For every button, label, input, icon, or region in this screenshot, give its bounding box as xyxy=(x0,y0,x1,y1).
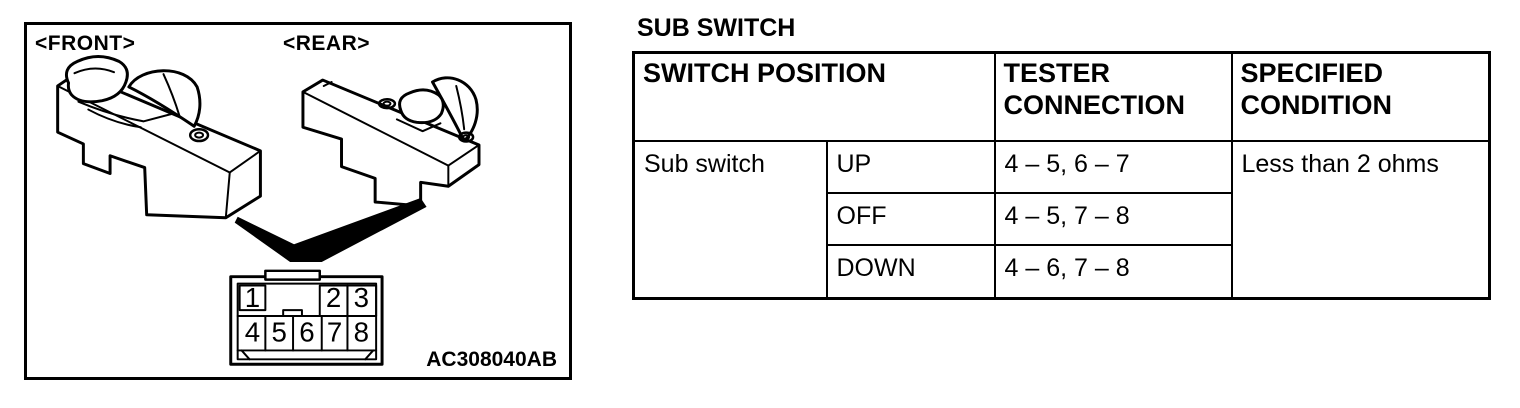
switch-line-art: 1 2 3 4 5 6 7 8 xyxy=(56,54,481,366)
table-row-up: Sub switch UP 4 – 5, 6 – 7 Less than 2 o… xyxy=(632,139,1491,300)
cell-connection-down: 4 – 6, 7 – 8 xyxy=(993,243,1233,300)
cell-position-up: UP xyxy=(825,139,996,194)
table-row-down: DOWN 4 – 6, 7 – 8 xyxy=(634,243,1490,300)
cell-switch-name: Sub switch xyxy=(632,139,828,300)
cell-position-off: OFF xyxy=(825,191,996,246)
front-view-label: <FRONT> xyxy=(35,32,136,55)
pointer-arrow xyxy=(234,198,427,262)
figure-code: AC308040AB xyxy=(426,348,557,371)
cell-connection-up: 4 – 5, 6 – 7 xyxy=(993,139,1233,194)
pin-number-1: 1 xyxy=(245,282,260,313)
cell-position-down: DOWN xyxy=(825,243,996,300)
pin-number-4: 4 xyxy=(245,317,260,348)
pin-number-5: 5 xyxy=(272,317,287,348)
cell-connection-off: 4 – 5, 7 – 8 xyxy=(993,191,1233,246)
cell-specified-condition: Less than 2 ohms xyxy=(1230,139,1491,300)
rear-view-label: <REAR> xyxy=(283,32,371,55)
header-tester-connection: TESTER CONNECTION xyxy=(993,51,1233,142)
pin-number-8: 8 xyxy=(354,317,369,348)
header-specified-condition: SPECIFIED CONDITION xyxy=(1230,51,1491,142)
pin-number-3: 3 xyxy=(354,282,369,313)
section-title: SUB SWITCH xyxy=(637,14,796,42)
pin-number-6: 6 xyxy=(299,317,314,348)
rear-switch-drawing xyxy=(301,76,481,208)
front-switch-drawing xyxy=(56,54,262,220)
header-switch-position: SWITCH POSITION xyxy=(632,51,996,142)
switch-figure-box: 1 2 3 4 5 6 7 8 <FRONT> <REAR> AC308040A… xyxy=(24,22,572,380)
table-row-off: OFF 4 – 5, 7 – 8 xyxy=(634,191,1490,246)
table-header-row: SWITCH POSITION TESTER CONNECTION SPECIF… xyxy=(632,51,1491,142)
sub-switch-spec-table: SWITCH POSITION TESTER CONNECTION SPECIF… xyxy=(632,51,1491,300)
pin-number-2: 2 xyxy=(326,282,341,313)
connector-diagram: 1 2 3 4 5 6 7 8 xyxy=(229,269,384,366)
pin-number-7: 7 xyxy=(327,317,342,348)
